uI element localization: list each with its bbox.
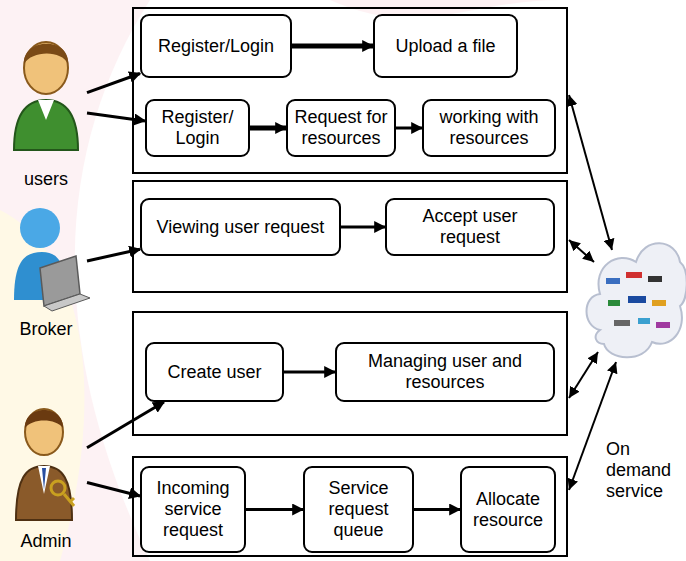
box-label: Managing user and resources bbox=[342, 351, 548, 393]
flow-arrow bbox=[292, 44, 373, 49]
node-label: Broker bbox=[19, 319, 72, 340]
admin-icon bbox=[16, 409, 74, 520]
watermark bbox=[0, 0, 560, 561]
process-box: Viewing user request bbox=[140, 198, 341, 256]
broker-icon bbox=[14, 208, 90, 311]
box-label: Upload a file bbox=[395, 36, 495, 57]
group-frame bbox=[133, 181, 567, 292]
box-label: Accept user request bbox=[392, 206, 548, 248]
actor-icon: users bbox=[5, 25, 87, 190]
node-label: Admin bbox=[20, 531, 71, 552]
flow-arrow bbox=[87, 73, 140, 92]
cloud-node: On demand service bbox=[606, 380, 684, 502]
cloud-illustration bbox=[587, 243, 686, 357]
flow-arrow bbox=[87, 402, 164, 448]
process-box: Upload a file bbox=[373, 14, 518, 78]
flow-arrow bbox=[87, 482, 140, 496]
flow-arrow bbox=[284, 371, 335, 374]
process-box: Managing user and resources bbox=[335, 342, 555, 402]
node-label: On demand service bbox=[606, 439, 680, 502]
process-box: Incoming service request bbox=[140, 466, 246, 553]
box-label: Request for resources bbox=[293, 107, 389, 149]
user-icon bbox=[14, 42, 78, 150]
node-label: users bbox=[24, 169, 68, 190]
flow-arrow bbox=[396, 127, 422, 130]
box-label: Register/ Login bbox=[152, 107, 243, 149]
flow-arrow bbox=[250, 126, 286, 131]
group-frame bbox=[133, 457, 567, 556]
flow-arrow bbox=[87, 249, 140, 261]
process-box: Register/Login bbox=[140, 14, 292, 78]
box-label: Service request queue bbox=[310, 478, 407, 541]
cloud-link bbox=[569, 95, 616, 490]
process-box: Register/ Login bbox=[145, 99, 250, 157]
actor-icon: Admin bbox=[5, 392, 87, 552]
process-box: Create user bbox=[145, 342, 284, 402]
box-label: working with resources bbox=[429, 107, 549, 149]
process-box: Allocate resource bbox=[460, 466, 556, 553]
flow-arrow bbox=[87, 113, 145, 121]
process-box: Request for resources bbox=[286, 99, 396, 157]
box-label: Create user bbox=[167, 362, 261, 383]
flow-arrow bbox=[246, 508, 303, 511]
box-label: Register/Login bbox=[158, 36, 274, 57]
actor-icon: Broker bbox=[5, 200, 87, 340]
process-box: working with resources bbox=[422, 99, 556, 157]
group-frame bbox=[133, 312, 567, 435]
flow-arrow bbox=[341, 226, 385, 229]
box-label: Viewing user request bbox=[157, 217, 325, 238]
group-frame bbox=[133, 8, 567, 173]
flow-arrow bbox=[414, 508, 460, 511]
box-label: Incoming service request bbox=[147, 478, 239, 541]
box-label: Allocate resource bbox=[467, 489, 549, 531]
process-box: Service request queue bbox=[303, 466, 414, 553]
process-box: Accept user request bbox=[385, 198, 555, 256]
